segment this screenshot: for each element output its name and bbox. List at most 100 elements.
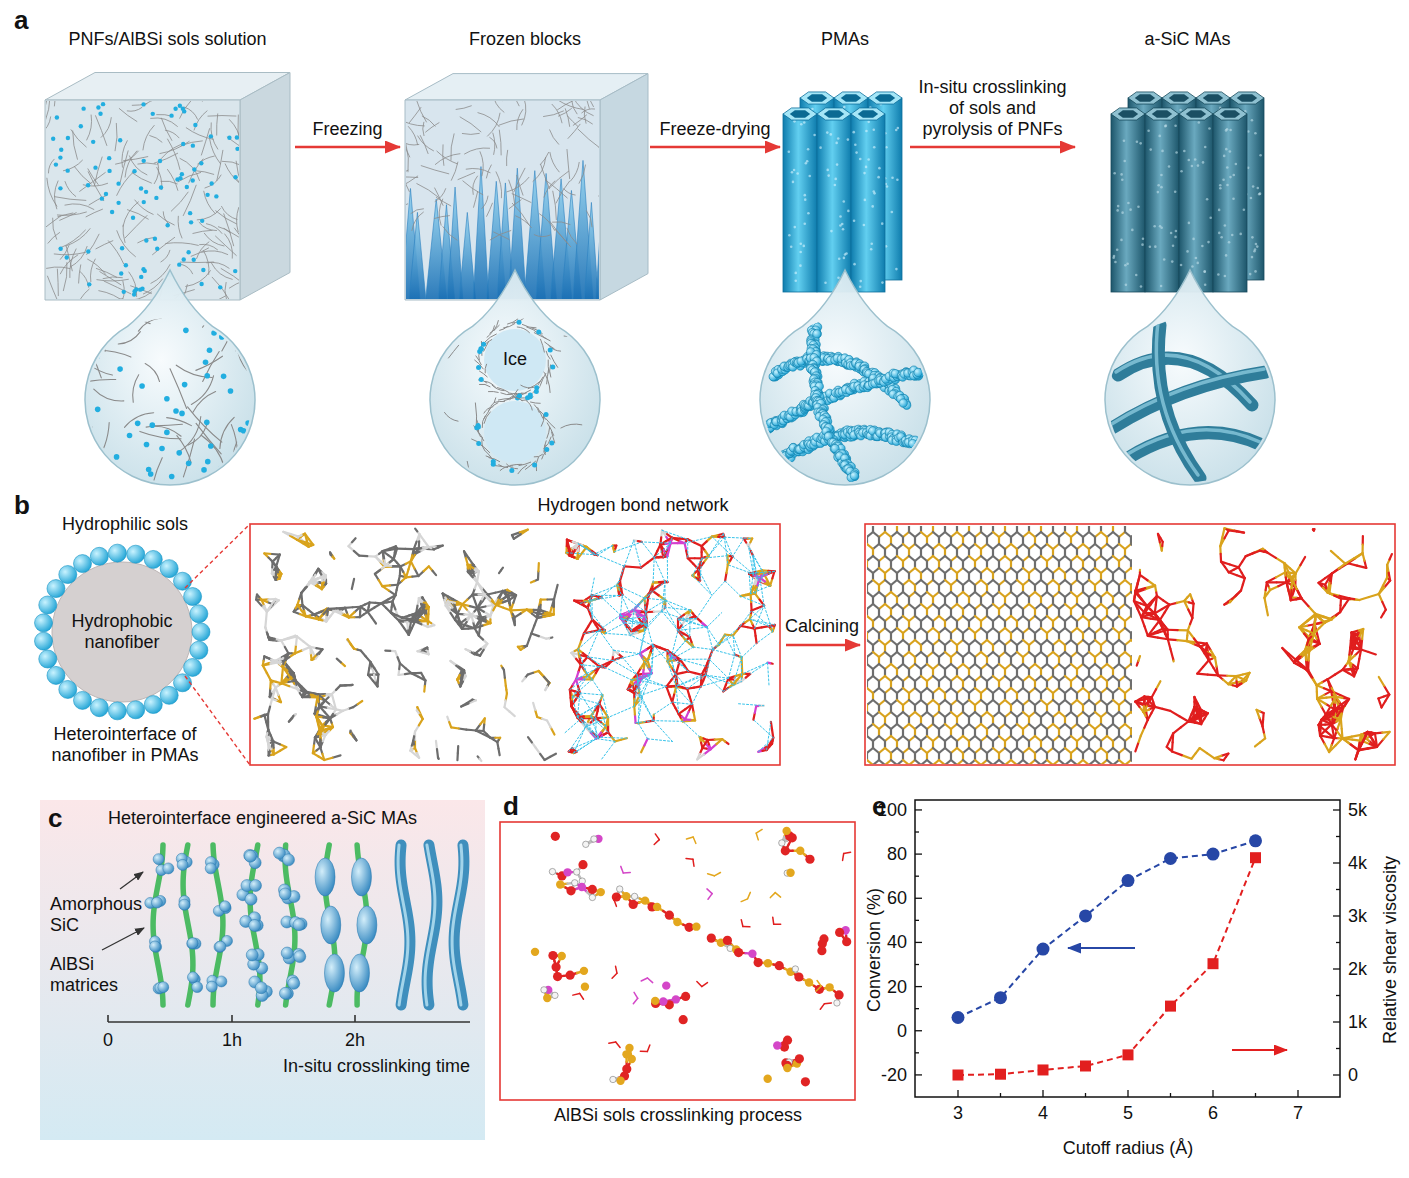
figure-detail (95, 407, 101, 413)
figure-detail (1207, 241, 1210, 244)
figure-detail (1171, 260, 1174, 263)
figure-detail (516, 216, 532, 228)
figure-detail (108, 702, 126, 720)
figure-detail (487, 203, 493, 216)
figure-detail (169, 113, 173, 117)
figure-detail (813, 330, 821, 338)
figure-detail (1126, 262, 1129, 265)
figure-detail (1218, 232, 1221, 235)
figure-detail (117, 231, 136, 257)
figure-detail (240, 73, 290, 301)
figure-detail (107, 156, 111, 160)
figure-detail (199, 282, 203, 286)
figure-detail (192, 167, 196, 171)
figure-detail (225, 164, 239, 183)
figure-detail (108, 241, 123, 264)
figure-detail (1179, 114, 1213, 292)
figure-detail (211, 330, 217, 336)
figure-detail (94, 422, 110, 465)
figure-detail (94, 157, 102, 186)
figure-detail (47, 276, 59, 299)
figure-detail (1158, 325, 1200, 478)
figure-detail (532, 328, 543, 334)
figure-detail (189, 220, 193, 224)
figure-detail (1254, 270, 1257, 273)
figure-detail (47, 178, 57, 206)
figure-detail (35, 632, 53, 650)
figure-detail (97, 325, 103, 331)
figure-detail (47, 580, 65, 598)
figure-detail (207, 347, 213, 353)
figure-detail (142, 200, 146, 204)
figure-detail (476, 365, 481, 370)
figure-detail (129, 272, 137, 297)
figure-detail (459, 212, 476, 299)
figure-detail (103, 328, 128, 339)
figure-detail (1126, 430, 1260, 455)
figure-detail (484, 401, 546, 463)
figure-detail (148, 471, 154, 477)
figure-detail (1135, 94, 1155, 101)
figure-detail (817, 114, 851, 292)
figure-detail (209, 134, 213, 138)
figure-detail (881, 281, 884, 284)
figure-detail (875, 94, 895, 101)
figure-detail (86, 183, 90, 187)
figure-detail (1110, 369, 1264, 425)
figure-detail (199, 161, 203, 165)
figure-detail (205, 459, 211, 465)
figure-detail (858, 110, 878, 117)
figure-detail (881, 222, 884, 225)
figure-detail (553, 222, 571, 225)
figure-detail (481, 342, 486, 347)
figure-detail (853, 263, 856, 266)
figure-detail (522, 101, 526, 125)
figure-detail (464, 551, 469, 558)
figure-detail (1121, 211, 1124, 214)
figure-detail (852, 131, 855, 134)
figure-detail (839, 215, 842, 218)
figure-detail (158, 159, 162, 163)
figure-detail (807, 212, 810, 215)
figure-detail (140, 286, 144, 290)
figure-detail (501, 568, 503, 571)
figure-detail (462, 133, 479, 134)
figure-detail (793, 169, 796, 172)
figure-detail (200, 219, 204, 223)
figure-detail (843, 106, 846, 109)
figure-detail (1188, 222, 1191, 225)
figure-detail (39, 650, 57, 668)
figure-detail (826, 131, 829, 134)
figure-detail (544, 447, 549, 452)
figure-detail (456, 106, 471, 110)
figure-detail (547, 369, 549, 383)
figure-detail (247, 440, 253, 446)
figure-detail (96, 105, 100, 109)
figure-detail (1220, 236, 1223, 239)
figure-detail (118, 332, 140, 344)
figure-detail (74, 691, 92, 709)
figure-detail (430, 270, 600, 485)
figure-detail (163, 212, 169, 224)
figure-detail (834, 178, 837, 181)
figure-detail (58, 247, 62, 251)
figure-detail (783, 108, 817, 120)
figure-detail (94, 354, 100, 360)
figure-detail (788, 234, 791, 237)
figure-detail (46, 216, 61, 227)
figure-detail (469, 558, 474, 565)
figure-detail (503, 670, 506, 678)
figure-detail (208, 115, 236, 117)
figure-detail (517, 175, 523, 195)
figure-detail (150, 136, 162, 143)
figure-detail (531, 402, 541, 403)
figure-detail (1253, 250, 1256, 253)
figure-detail (1196, 92, 1230, 104)
figure-detail (1149, 245, 1152, 248)
figure-detail (411, 209, 423, 214)
figure-detail (197, 480, 203, 486)
figure-detail (871, 205, 874, 208)
figure-detail (586, 211, 592, 227)
figure-detail (229, 278, 239, 288)
